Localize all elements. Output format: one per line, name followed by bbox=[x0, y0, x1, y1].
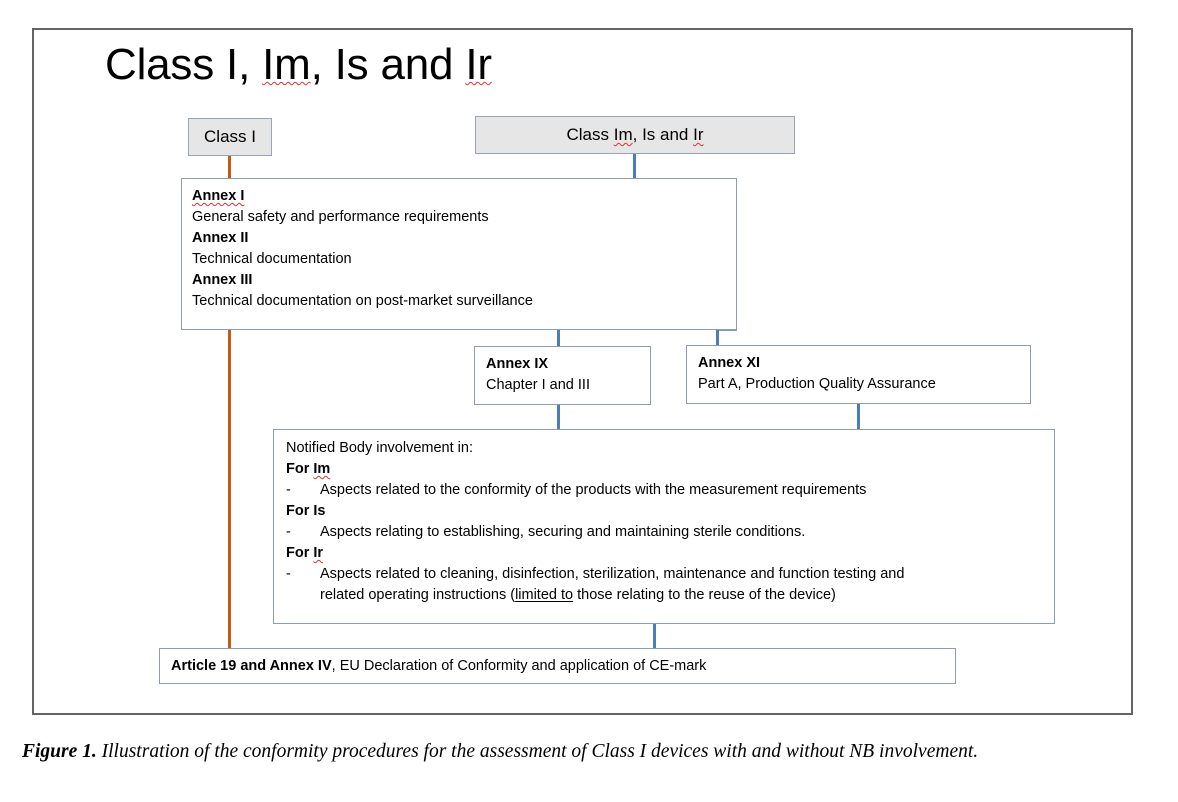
annex-xi-text: Part A, Production Quality Assurance bbox=[698, 376, 936, 392]
nb-bullet-ir: - Aspects related to cleaning, disinfect… bbox=[286, 564, 1042, 585]
node-article-19[interactable]: Article 19 and Annex IV, EU Declaration … bbox=[159, 648, 956, 684]
figure-caption: Figure 1. Illustration of the conformity… bbox=[22, 737, 1164, 767]
annex-i-text-3: Technical documentation on post-market s… bbox=[192, 293, 533, 309]
node-annex-xi[interactable]: Annex XI Part A, Production Quality Assu… bbox=[686, 345, 1031, 404]
node-annex-i[interactable]: Annex I General safety and performance r… bbox=[181, 178, 737, 330]
nb-bullet-im-text: Aspects related to the conformity of the… bbox=[320, 482, 867, 498]
nb-bullet-ir-dash: - bbox=[286, 566, 291, 582]
connector-annex-i-to-annex-ix bbox=[557, 330, 560, 347]
diagram-title: Class I, Im, Is and Ir bbox=[105, 40, 492, 89]
connector-class-imsir-to-annex-i bbox=[633, 153, 636, 179]
annex-ix-text: Chapter I and III bbox=[486, 377, 590, 393]
nb-group-im-label: For Im bbox=[286, 461, 331, 477]
nb-group-is-label: For Is bbox=[286, 503, 326, 519]
connector-annex-i-to-annex-xi bbox=[716, 329, 719, 346]
figure-caption-label: Figure 1. bbox=[22, 741, 97, 762]
nb-group-ir-label: For Ir bbox=[286, 545, 324, 561]
annex-i-text-2: Technical documentation bbox=[192, 251, 352, 267]
annex-i-heading-2: Annex II bbox=[192, 230, 249, 246]
nb-bullet-is-dash: - bbox=[286, 524, 291, 540]
figure-caption-text: Illustration of the conformity procedure… bbox=[96, 741, 979, 762]
node-class-i-label: Class I bbox=[204, 127, 256, 146]
connector-annex-xi-to-notified-body bbox=[857, 404, 860, 430]
connector-notified-body-to-article-19 bbox=[653, 623, 656, 649]
nb-bullet-ir-text-line1: Aspects related to cleaning, disinfectio… bbox=[320, 566, 905, 582]
node-notified-body[interactable]: Notified Body involvement in: For Im - A… bbox=[273, 429, 1055, 624]
elbow-annex-i-right-horizontal bbox=[716, 330, 737, 331]
node-class-i[interactable]: Class I bbox=[188, 118, 272, 156]
connector-annex-ix-to-notified-body bbox=[557, 404, 560, 430]
nb-bullet-is-text: Aspects relating to establishing, securi… bbox=[320, 524, 806, 540]
article-19-text: Article 19 and Annex IV, EU Declaration … bbox=[171, 658, 707, 674]
nb-bullet-is: - Aspects relating to establishing, secu… bbox=[286, 522, 1042, 543]
nb-intro: Notified Body involvement in: bbox=[286, 440, 473, 456]
annex-i-text-1: General safety and performance requireme… bbox=[192, 209, 489, 225]
nb-bullet-ir-text-line2: related operating instructions (limited … bbox=[320, 587, 836, 603]
nb-bullet-im: - Aspects related to the conformity of t… bbox=[286, 480, 1042, 501]
annex-i-heading-3: Annex III bbox=[192, 272, 253, 288]
node-class-im-is-ir[interactable]: Class Im, Is and Ir bbox=[475, 116, 795, 154]
node-class-im-is-ir-label: Class Im, Is and Ir bbox=[566, 125, 704, 144]
annex-xi-heading: Annex XI bbox=[698, 355, 761, 371]
nb-bullet-im-dash: - bbox=[286, 482, 291, 498]
annex-ix-heading: Annex IX bbox=[486, 356, 549, 372]
node-annex-ix[interactable]: Annex IX Chapter I and III bbox=[474, 346, 651, 405]
connector-annex-i-to-article-19 bbox=[228, 330, 231, 649]
connector-class-i-to-annex-i bbox=[228, 155, 231, 179]
annex-i-heading-1: Annex I bbox=[192, 188, 245, 204]
